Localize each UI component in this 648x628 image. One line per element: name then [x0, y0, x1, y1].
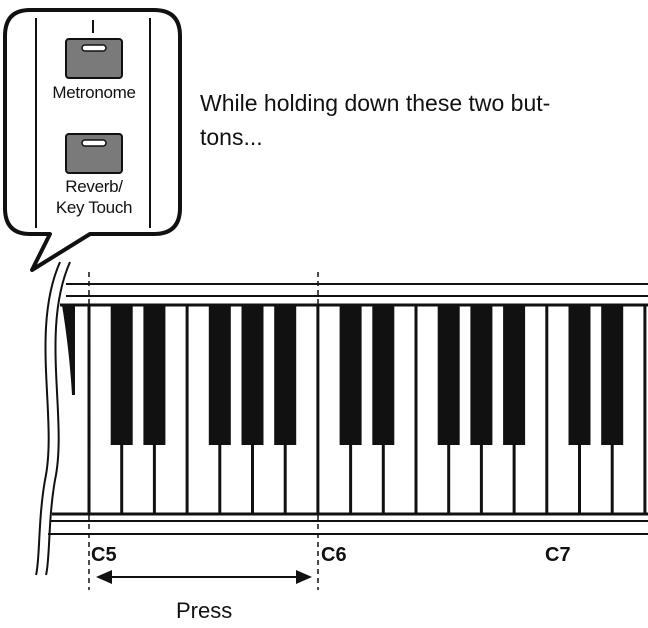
reverb-label-line1: Reverb/	[65, 177, 123, 196]
reverb-label-line2: Key Touch	[55, 198, 133, 217]
black-key	[143, 305, 166, 445]
reverb-button-led	[81, 139, 107, 147]
black-key	[110, 305, 133, 445]
press-label: Press	[176, 598, 233, 623]
reverb-key-touch-button[interactable]	[65, 133, 123, 174]
marker-c5: C5	[91, 544, 117, 566]
partial-black-key	[62, 305, 75, 395]
metronome-button-led	[81, 44, 107, 52]
marker-c6: C6	[321, 544, 347, 566]
black-key	[568, 305, 591, 445]
marker-c7: C7	[545, 544, 571, 566]
press-arrow-head-left	[96, 570, 112, 584]
black-key	[437, 305, 460, 445]
instruction-line-1: While holding down these two but-	[200, 90, 551, 116]
instruction-text: While holding down these two but- tons..…	[200, 86, 600, 154]
black-keys	[110, 305, 624, 445]
black-key	[208, 305, 231, 445]
black-key	[339, 305, 362, 445]
wave-line-inner	[45, 261, 71, 576]
black-key	[372, 305, 395, 445]
white-key-dividers	[87, 305, 647, 514]
black-key	[241, 305, 264, 445]
black-key	[470, 305, 493, 445]
black-key	[274, 305, 297, 445]
wave-line-outer	[35, 261, 61, 576]
instruction-line-2: tons...	[200, 124, 263, 150]
metronome-label: Metronome	[52, 83, 136, 102]
press-arrow-head-right	[296, 570, 312, 584]
metronome-button[interactable]	[65, 38, 123, 79]
black-key	[503, 305, 526, 445]
black-key	[601, 305, 624, 445]
